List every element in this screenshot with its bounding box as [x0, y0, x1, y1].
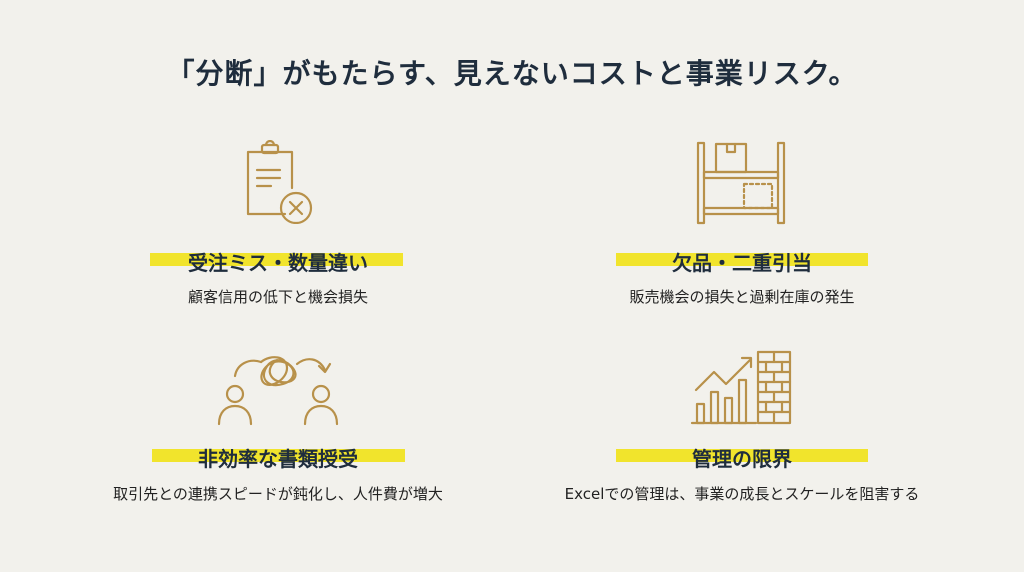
item-heading: 受注ミス・数量違い	[188, 251, 368, 275]
item-description: Excelでの管理は、事業の成長とスケールを阻害する	[564, 485, 920, 503]
heading-highlight	[150, 253, 403, 266]
item-heading: 管理の限界	[692, 447, 792, 471]
tangled-communication-icon	[213, 348, 343, 428]
item-description: 販売機会の損失と過剰在庫の発生	[629, 288, 855, 306]
heading-highlight	[616, 253, 868, 266]
empty-shelf-icon	[694, 140, 790, 226]
heading-highlight	[616, 449, 868, 462]
slide-title: 「分断」がもたらす、見えないコストと事業リスク。	[166, 57, 858, 90]
heading-highlight	[152, 449, 405, 462]
item-description: 顧客信用の低下と機会損失	[187, 288, 368, 306]
growth-blocked-wall-icon	[690, 350, 794, 426]
item-heading: 欠品・二重引当	[672, 251, 812, 275]
item-heading: 非効率な書類授受	[198, 447, 358, 471]
clipboard-error-icon	[238, 139, 318, 225]
item-description: 取引先との連携スピードが鈍化し、人件費が増大	[113, 485, 443, 503]
